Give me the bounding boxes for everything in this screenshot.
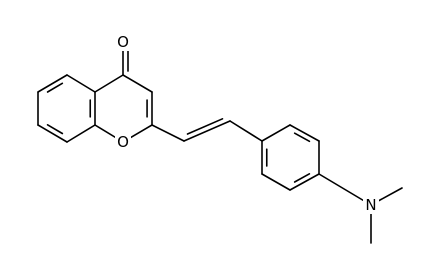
carbonyl-oxygen-label: O: [117, 33, 129, 51]
bond-c7-c8-double: [37, 124, 68, 143]
bond-p3-p4-double-inner: [293, 173, 311, 183]
bond-c2-vinyl: [151, 124, 185, 142]
bond-c4a-c4: [94, 74, 124, 93]
bond-c5-c6-double-inner: [46, 82, 64, 93]
ring-oxygen-label: O: [117, 133, 129, 151]
bond-p5-p6-double: [289, 124, 320, 142]
bond-p6-p1: [261, 124, 291, 142]
amine-nitrogen-backdrop: [363, 196, 379, 214]
bond-c5-c6-double: [37, 74, 68, 93]
bond-p2-p3: [261, 173, 291, 191]
bond-phenyl-nitrogen: [318, 173, 372, 206]
carbonyl-oxygen-backdrop: [115, 33, 131, 51]
bond-c8-c8a: [66, 124, 96, 143]
ring-oxygen-backdrop: [115, 133, 131, 151]
amine-nitrogen-label: N: [365, 196, 376, 214]
bond-c4-c3: [122, 74, 153, 93]
bond-vinyl-double-second: [186, 118, 224, 135]
bond-vinyl-phenyl: [229, 120, 263, 142]
bond-layer: [37, 41, 403, 244]
bond-p5-p6-double-inner: [293, 132, 311, 143]
bond-c4a-c5: [66, 74, 96, 93]
bond-c7-c8-double-inner: [46, 124, 64, 135]
atom-label-layer: O O N: [115, 33, 379, 214]
bond-vinyl-double: [183, 120, 231, 142]
bond-p3-p4-double: [289, 173, 320, 191]
